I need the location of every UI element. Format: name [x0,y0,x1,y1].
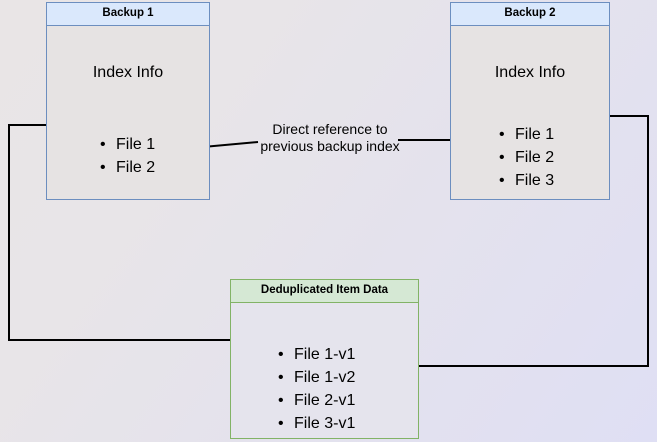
node-backup-1-file-list: File 1 File 2 [100,133,155,179]
node-backup-1[interactable]: Backup 1 Index Info File 1 File 2 [46,2,210,200]
list-item: File 3-v1 [278,412,355,435]
list-item: File 2 [100,156,155,179]
node-deduplicated-file-list: File 1-v1 File 1-v2 File 2-v1 File 3-v1 [278,343,355,435]
list-item: File 1-v1 [278,343,355,366]
edge-label-direct-reference: Direct reference to previous backup inde… [260,121,400,154]
list-item: File 1-v2 [278,366,355,389]
list-item: File 3 [499,169,554,192]
node-backup-2-file-list: File 1 File 2 File 3 [499,123,554,192]
list-item: File 2 [499,146,554,169]
node-backup-1-section-title: Index Info [92,64,164,81]
node-deduplicated-item-data-body: File 1-v1 File 1-v2 File 2-v1 File 3-v1 [231,303,418,438]
node-backup-2-body: Index Info File 1 File 2 File 3 [451,26,609,199]
list-item: File 1 [499,123,554,146]
node-backup-1-body: Index Info File 1 File 2 [47,26,209,199]
node-backup-2-header: Backup 2 [451,3,609,26]
list-item: File 1 [100,133,155,156]
node-deduplicated-item-data-header: Deduplicated Item Data [231,280,418,303]
node-backup-1-header: Backup 1 [47,3,209,26]
node-backup-2-section-title: Index Info [494,64,566,81]
node-backup-2[interactable]: Backup 2 Index Info File 1 File 2 File 3 [450,2,610,200]
list-item: File 2-v1 [278,389,355,412]
node-deduplicated-item-data[interactable]: Deduplicated Item Data File 1-v1 File 1-… [230,279,419,439]
